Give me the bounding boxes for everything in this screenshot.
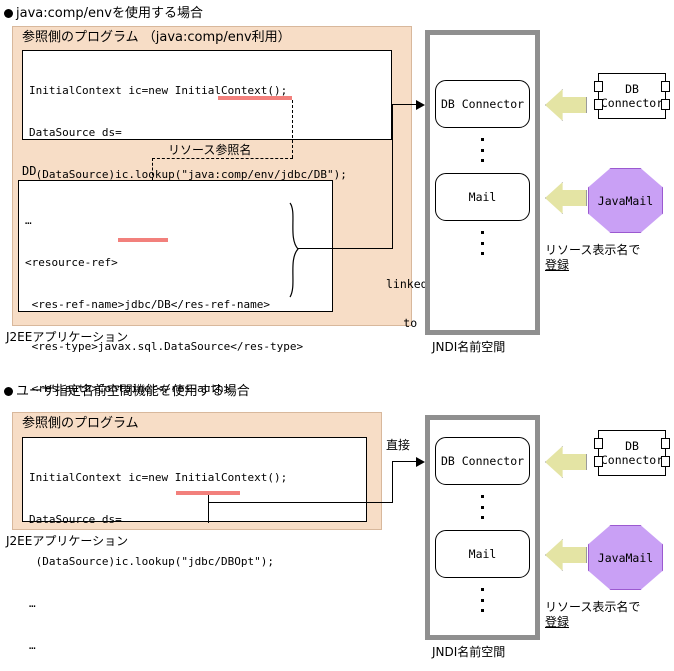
resource-ref-label-case1: リソース参照名 xyxy=(168,143,252,157)
external-db-connector-line1-case2: DB xyxy=(625,439,639,453)
external-javamail-case2: JavaMail xyxy=(588,525,663,590)
dd-group-brace xyxy=(289,202,299,298)
component-tab-icon xyxy=(661,99,670,110)
resource-ref-dashed-line-across xyxy=(152,158,293,159)
jndi-entry-db-connector-case2[interactable]: DB Connector xyxy=(435,437,530,485)
register-note-line2-case1: 登録 xyxy=(545,258,570,272)
component-tab-icon xyxy=(594,99,603,110)
component-tab-icon xyxy=(594,456,603,467)
linked-to-line-v xyxy=(392,104,393,249)
linked-to-label-case1: linked- to xyxy=(386,252,434,343)
code-line: InitialContext ic=new InitialContext(); xyxy=(29,84,288,97)
section-heading-case2: ユーザ指定名前空間機能を使用する場合 xyxy=(4,384,250,400)
direct-line-v2 xyxy=(392,461,393,503)
component-tab-icon xyxy=(661,456,670,467)
code-line: <resource-ref> xyxy=(25,256,118,269)
dd-code-box-case1: … <resource-ref> <res-ref-name>jdbc/DB</… xyxy=(18,180,333,437)
code-line: … xyxy=(29,639,36,652)
register-note-line1-case2: リソース表示名で xyxy=(545,600,641,614)
resource-ref-dashed-line-down xyxy=(292,100,293,158)
external-javamail-label-case2: JavaMail xyxy=(597,550,654,565)
linked-to-label-line1: linked- xyxy=(386,277,435,291)
j2ee-app-caption-case2: J2EEアプリケーション xyxy=(6,534,129,548)
external-db-connector-body-case2: DB Connector xyxy=(598,430,666,476)
program-code-box-case1: InitialContext ic=new InitialContext(); … xyxy=(22,50,392,265)
linked-to-arrowhead xyxy=(416,100,425,110)
code-line: (DataSource)ic.lookup("java:comp/env/jdb… xyxy=(29,168,347,181)
register-arrow-mail-case2 xyxy=(545,539,587,571)
jndi-entry-mail-case2[interactable]: Mail xyxy=(435,530,530,578)
code-line: DataSource ds= xyxy=(29,513,122,526)
jndi-namespace-caption-case2: JNDI名前空間 xyxy=(432,645,506,659)
direct-label-case2: 直接 xyxy=(386,438,411,452)
code-line: <res-auth>Container</res-auth> xyxy=(25,382,231,395)
register-note-line1-case1: リソース表示名で xyxy=(545,243,641,257)
component-tab-icon xyxy=(661,438,670,449)
external-db-connector-line2-case2: Connector xyxy=(600,453,664,467)
jndi-entry-db-connector-label-case2: DB Connector xyxy=(440,454,525,468)
direct-line-v1 xyxy=(208,495,209,523)
external-db-connector-line1-case1: DB xyxy=(625,82,639,96)
bullet-icon xyxy=(4,387,13,396)
register-note-case1: リソース表示名で 登録 xyxy=(545,243,640,273)
external-db-connector-line2-case1: Connector xyxy=(600,96,664,110)
jndi-ellipsis-lower-case1 xyxy=(480,231,484,255)
linked-to-line-h1 xyxy=(298,248,393,249)
direct-arrowhead xyxy=(416,457,425,467)
highlight-underline-resrefname-case1 xyxy=(118,238,168,242)
program-code-box-case2: InitialContext ic=new InitialContext(); … xyxy=(22,437,367,652)
register-note-case2: リソース表示名で 登録 xyxy=(545,600,640,630)
code-line: InitialContext ic=new InitialContext(); xyxy=(29,471,288,484)
jndi-entry-mail-label-case1: Mail xyxy=(468,190,497,204)
register-arrow-db-case1 xyxy=(545,89,587,121)
component-tab-icon xyxy=(594,81,603,92)
section-heading-case1: java:comp/envを使用する場合 xyxy=(4,6,203,22)
code-line: <res-ref-name>jdbc/DB</res-ref-name> xyxy=(25,298,271,311)
component-tab-icon xyxy=(661,81,670,92)
code-line: <res-type>javax.sql.DataSource</res-type… xyxy=(25,340,304,353)
j2ee-app-caption-case1: J2EEアプリケーション xyxy=(6,330,129,344)
external-db-connector-case1: DB Connector xyxy=(594,73,670,119)
code-line: … xyxy=(25,214,32,227)
highlight-underline-lookup-case2 xyxy=(176,491,240,495)
code-line: DataSource ds= xyxy=(29,126,122,139)
direct-line-h2 xyxy=(392,461,417,462)
register-note-line2-case2: 登録 xyxy=(545,615,570,629)
register-arrow-mail-case1 xyxy=(545,182,587,214)
register-arrow-db-case2 xyxy=(545,446,587,478)
jndi-ellipsis-lower-case2 xyxy=(480,588,484,612)
jndi-entry-db-connector-case1[interactable]: DB Connector xyxy=(435,80,530,128)
direct-line-h1 xyxy=(208,502,393,503)
app-panel-title-case2: 参照側のプログラム xyxy=(22,416,139,431)
code-line: … xyxy=(29,597,36,610)
external-javamail-label-case1: JavaMail xyxy=(597,193,654,208)
component-tab-icon xyxy=(594,438,603,449)
jndi-ellipsis-upper-case2 xyxy=(480,495,484,519)
jndi-namespace-caption-case1: JNDI名前空間 xyxy=(432,340,506,354)
external-db-connector-case2: DB Connector xyxy=(594,430,670,476)
external-javamail-case1: JavaMail xyxy=(588,168,663,233)
jndi-entry-db-connector-label-case1: DB Connector xyxy=(440,97,525,111)
linked-to-line-h2 xyxy=(392,104,417,105)
jndi-entry-mail-case1[interactable]: Mail xyxy=(435,173,530,221)
dd-label-case1: DD xyxy=(22,164,37,178)
jndi-ellipsis-upper-case1 xyxy=(480,138,484,162)
section-heading-case2-label: ユーザ指定名前空間機能を使用する場合 xyxy=(16,384,250,399)
code-line: (DataSource)ic.lookup("jdbc/DBOpt"); xyxy=(29,555,275,568)
jndi-entry-mail-label-case2: Mail xyxy=(468,547,497,561)
bullet-icon xyxy=(4,9,13,18)
section-heading-case1-label: java:comp/envを使用する場合 xyxy=(16,6,203,21)
app-panel-title-case1: 参照側のプログラム （java:comp/env利用） xyxy=(22,30,291,45)
linked-to-label-line2: to xyxy=(403,316,418,330)
external-db-connector-body-case1: DB Connector xyxy=(598,73,666,119)
highlight-underline-lookup-case1 xyxy=(218,96,292,100)
